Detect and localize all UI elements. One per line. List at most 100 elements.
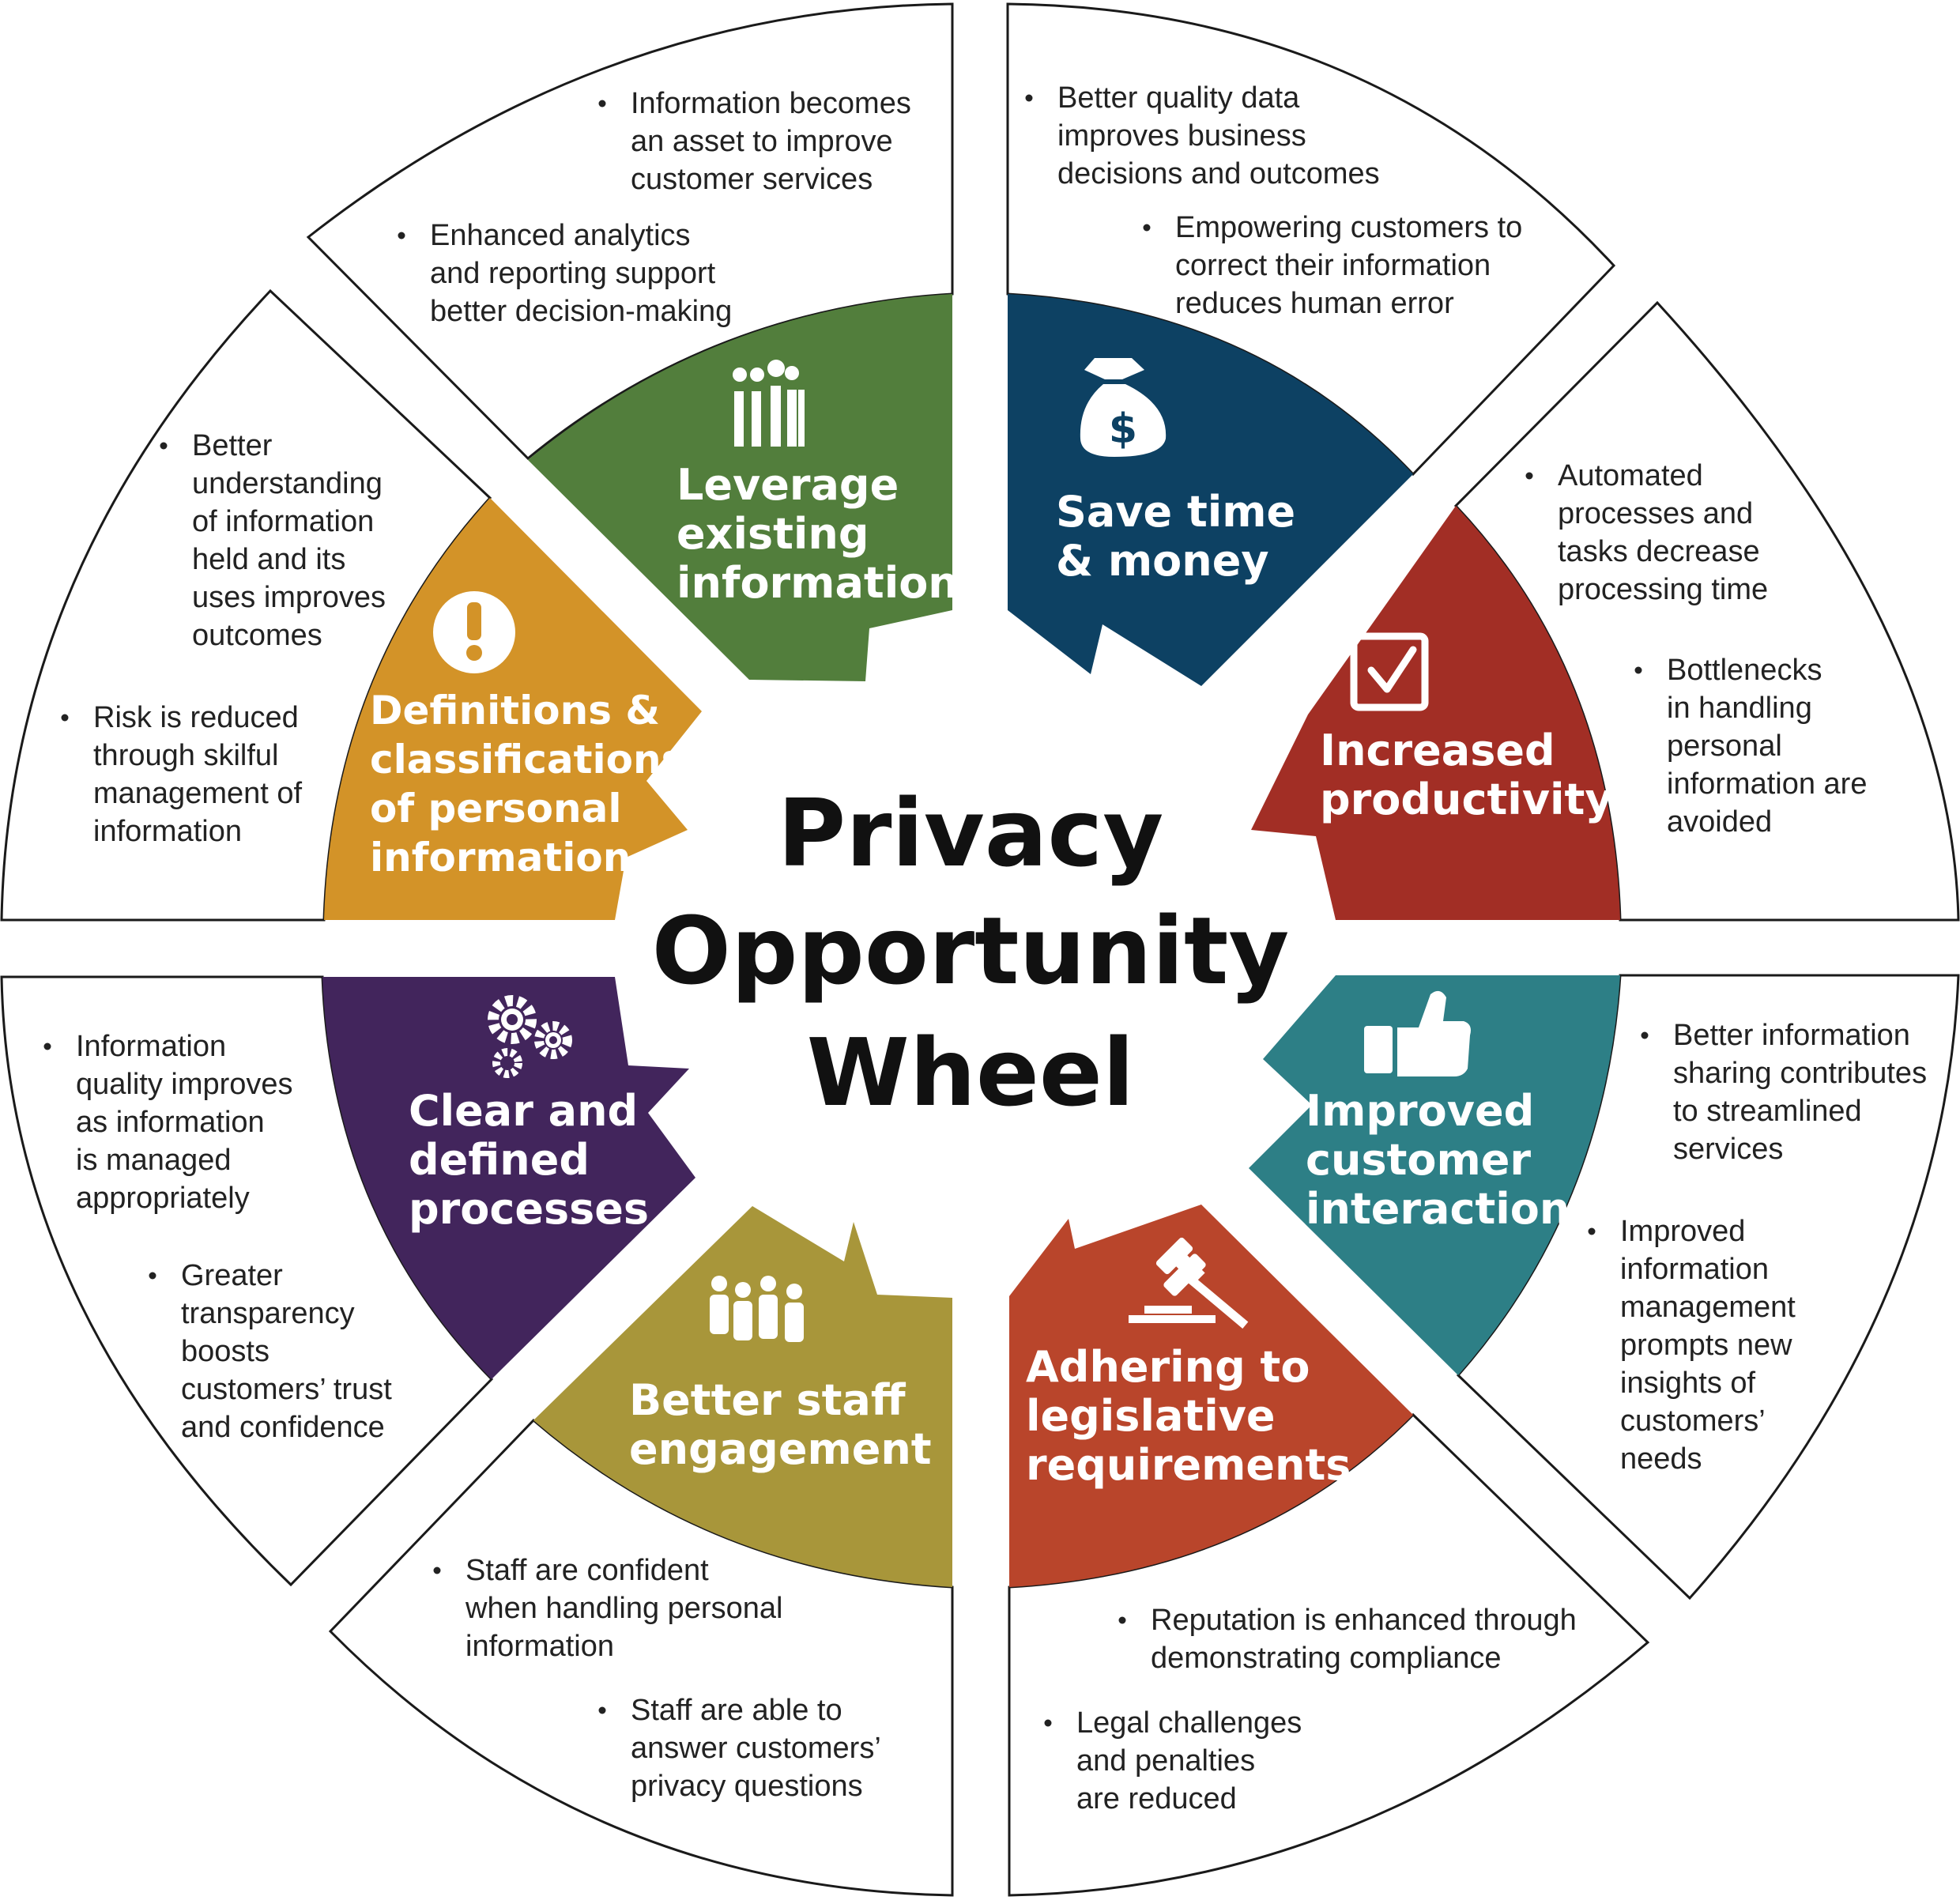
bullet-text-line: Bottlenecks	[1667, 654, 1822, 687]
bullet-text-line: avoided	[1667, 805, 1772, 839]
bullet-dot	[398, 232, 405, 239]
bullet-text-line: Staff are able to	[631, 1694, 842, 1727]
segment-title-line: Improved	[1306, 1086, 1534, 1136]
segment-title-line: existing	[677, 509, 869, 559]
bullet-text-line: Information	[76, 1030, 226, 1063]
bullet-text-line: tasks decrease	[1558, 535, 1760, 568]
inner-segment-legislative	[1009, 1205, 1413, 1587]
inner-segment-productivity	[1251, 506, 1620, 920]
data-bars-icon	[733, 360, 805, 447]
people-group-icon	[710, 1276, 804, 1342]
bullet-text-line: decisions and outcomes	[1057, 157, 1380, 190]
segment-title-line: requirements	[1026, 1440, 1351, 1490]
segment-title-line: defined	[409, 1135, 590, 1185]
bullet-text-line: transparency	[181, 1297, 355, 1330]
svg-text:$: $	[1109, 405, 1137, 453]
bullet-text-line: appropriately	[76, 1182, 250, 1215]
exclamation-icon	[433, 591, 515, 673]
bullet-text-line: an asset to improve	[631, 125, 893, 158]
segment-title-line: engagement	[629, 1424, 932, 1474]
bullet-item-processes: Greater transparency boosts customers’ trus…	[149, 1259, 392, 1444]
bullet-text-line: and confidence	[181, 1411, 385, 1444]
bullet-text-line: Better quality data	[1057, 81, 1300, 115]
segment-icons: $	[433, 358, 1471, 1342]
bullet-text-line: outcomes	[192, 619, 322, 652]
segment-title-line: Better staff	[629, 1375, 906, 1425]
bullet-text-line: customers’	[1620, 1404, 1766, 1438]
bullet-text-line: information	[93, 815, 242, 848]
segment-title-save: Save time& money	[1056, 487, 1295, 586]
bullet-text-line: Empowering customers to	[1175, 211, 1522, 244]
bullet-dot	[433, 1567, 441, 1574]
bullet-text-line: sharing contributes	[1673, 1057, 1927, 1090]
bullet-text-line: Reputation is enhanced through	[1151, 1604, 1577, 1637]
money-bag-icon: $	[1080, 358, 1167, 457]
bullet-dot	[61, 714, 69, 722]
bullet-text-line: management of	[93, 777, 302, 810]
bullet-text-line: demonstrating compliance	[1151, 1642, 1502, 1675]
checkbox-icon	[1350, 632, 1429, 711]
inner-segment-definitions	[324, 498, 702, 920]
bullet-text-line: Legal challenges	[1076, 1706, 1302, 1740]
segment-title-line: information	[677, 558, 959, 608]
bullet-text-line: as information	[76, 1106, 265, 1139]
gears-icon	[488, 995, 572, 1078]
inner-segment-customer	[1249, 975, 1620, 1375]
thumbs-up-icon	[1364, 990, 1471, 1076]
bullet-text-line: better decision-making	[430, 295, 732, 328]
bullet-text-line: privacy questions	[631, 1770, 863, 1803]
bullet-dot	[598, 1706, 606, 1714]
bullet-text-line: Risk is reduced	[93, 701, 299, 734]
bullet-item-customer: Improved information management prompts new…	[1588, 1215, 1796, 1476]
bullet-text-line: are reduced	[1076, 1782, 1237, 1815]
bullet-text-line: Staff are confident	[466, 1554, 709, 1587]
bullet-text-line: personal	[1667, 730, 1782, 763]
bullet-text-line: customers’ trust	[181, 1373, 392, 1406]
segment-title-line: & money	[1056, 536, 1269, 586]
segment-title-line: productivity	[1320, 775, 1613, 824]
bullet-dot	[1634, 666, 1642, 674]
bullet-text-line: insights of	[1620, 1367, 1756, 1400]
bullet-text-line: information	[466, 1630, 614, 1663]
bullet-text-line: Greater	[181, 1259, 283, 1292]
bullet-dot	[1641, 1031, 1649, 1039]
bullet-item-legislative: Reputation is enhanced through demonstrat…	[1118, 1604, 1577, 1675]
bullet-text-line: quality improves	[76, 1068, 293, 1101]
inner-segments	[322, 294, 1620, 1587]
outer-segment-leverage	[306, 2, 954, 461]
bullet-text-line: prompts new	[1620, 1329, 1792, 1362]
bullet-text-line: in handling	[1667, 692, 1812, 725]
bullet-text-line: understanding	[192, 467, 383, 500]
segment-title-line: interaction	[1306, 1184, 1570, 1234]
bullet-text-line: uses improves	[192, 581, 386, 614]
bullet-text-line: information	[1620, 1253, 1769, 1286]
segment-title-line: Save time	[1056, 487, 1295, 537]
bullet-text-line: management	[1620, 1291, 1796, 1324]
bullet-text-line: Better	[192, 429, 273, 462]
bullet-text-line: Improved	[1620, 1215, 1745, 1248]
gavel-icon	[1129, 1237, 1249, 1329]
bullet-text-line: held and its	[192, 543, 345, 576]
segment-title-line: Clear and	[409, 1086, 638, 1136]
bullet-text-line: boosts	[181, 1335, 270, 1368]
bullet-dot	[1143, 224, 1151, 232]
segment-title-line: Definitions &	[370, 688, 660, 733]
bullet-dot	[149, 1272, 156, 1280]
